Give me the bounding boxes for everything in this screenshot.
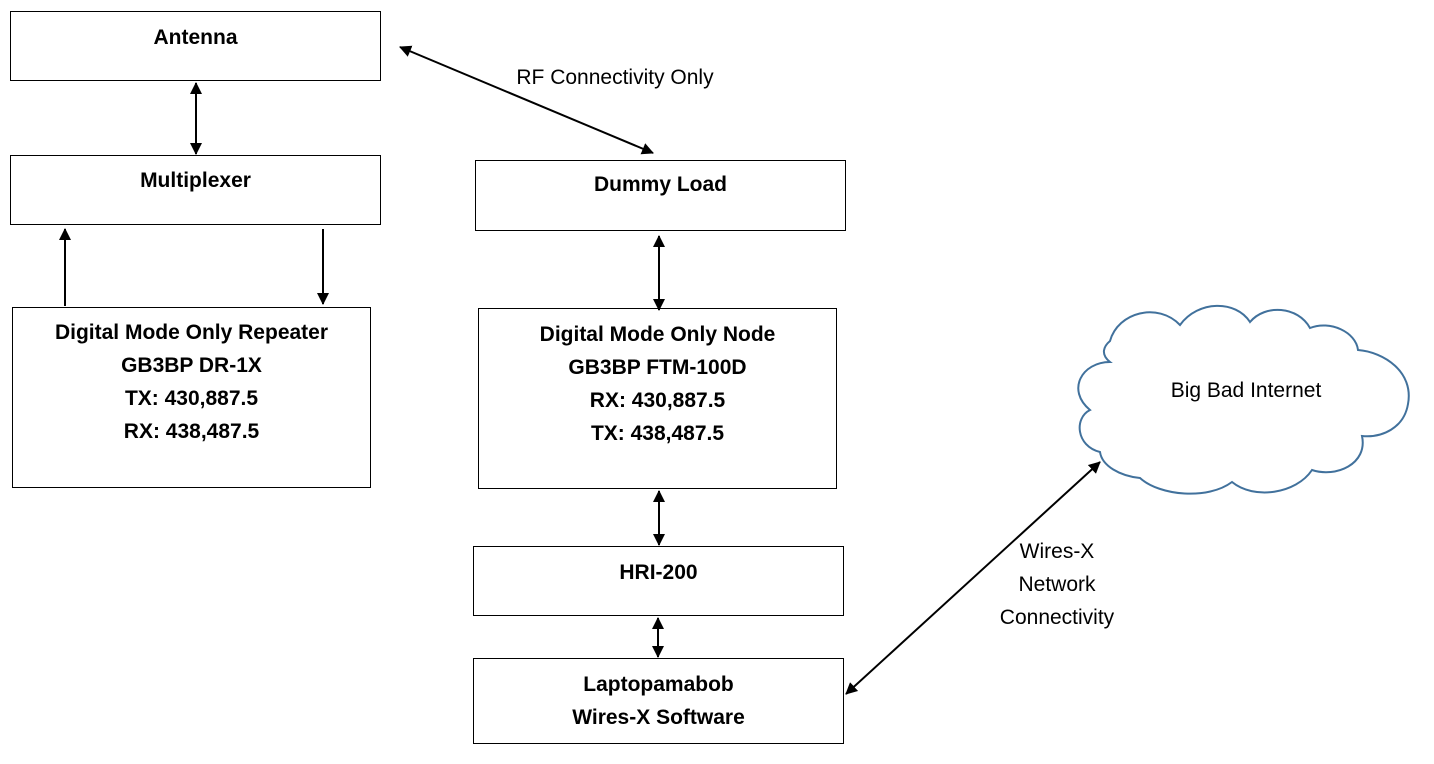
antenna-box: Antenna: [10, 11, 381, 81]
repeater-rx: RX: 438,487.5: [123, 420, 260, 443]
wires-x-software-label: Wires-X Software: [572, 706, 745, 729]
repeater-tx: TX: 430,887.5: [124, 387, 259, 410]
node-tx: TX: 438,487.5: [590, 422, 725, 445]
dummy-load-box: Dummy Load: [475, 160, 846, 231]
internet-cloud: [1077, 304, 1410, 495]
wires-x-line: Wires-X: [1019, 540, 1095, 563]
internet-cloud-label: Big Bad Internet: [1170, 379, 1322, 402]
node-callsign: GB3BP FTM-100D: [568, 356, 747, 379]
network-line: Network: [1018, 573, 1096, 596]
hri-box: HRI-200: [473, 546, 844, 616]
antenna-label: Antenna: [153, 26, 238, 49]
node-rx: RX: 430,887.5: [589, 389, 726, 412]
node-title: Digital Mode Only Node: [539, 323, 776, 346]
laptop-box: Laptopamabob Wires-X Software: [473, 658, 844, 744]
repeater-box: Digital Mode Only Repeater GB3BP DR-1X T…: [12, 307, 371, 488]
repeater-title: Digital Mode Only Repeater: [54, 321, 329, 344]
multiplexer-label: Multiplexer: [140, 169, 251, 192]
rf-connectivity-label: RF Connectivity Only: [516, 66, 714, 89]
wires-x-network-arrow: [845, 461, 1101, 695]
repeater-callsign: GB3BP DR-1X: [121, 354, 262, 377]
wires-x-network-label: Wires-X Network Connectivity: [972, 535, 1142, 634]
laptop-label: Laptopamabob: [583, 673, 734, 696]
dummy-load-label: Dummy Load: [593, 173, 727, 196]
node-box: Digital Mode Only Node GB3BP FTM-100D RX…: [478, 308, 837, 489]
connectivity-line: Connectivity: [999, 606, 1115, 629]
hri-label: HRI-200: [619, 561, 698, 584]
multiplexer-box: Multiplexer: [10, 155, 381, 225]
rf-connectivity-arrow: [399, 45, 654, 155]
